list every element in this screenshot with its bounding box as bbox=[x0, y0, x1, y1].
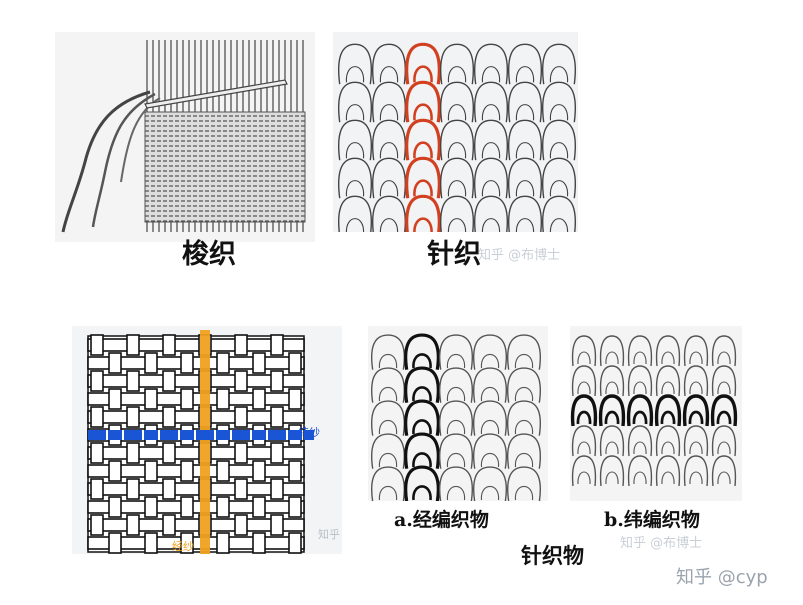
weft-knit-caption: b.纬编织物 bbox=[604, 505, 700, 532]
shuttle-weaving-caption: 梭织 bbox=[182, 232, 236, 271]
top-knit-watermark: 知乎 @布博士 bbox=[478, 244, 560, 263]
warp-knit-caption: a.经编织物 bbox=[394, 505, 489, 532]
knitting-illustration bbox=[333, 32, 578, 232]
warp-yarn-label: 经纱 bbox=[172, 538, 194, 554]
shuttle-weaving-illustration bbox=[55, 32, 315, 242]
plain-weave-diagram bbox=[72, 326, 342, 554]
bottom-knit-watermark: 知乎 @布博士 bbox=[620, 532, 702, 551]
weft-yarn-label: 纬纱 bbox=[298, 424, 320, 440]
signature-watermark: 知乎 @cyp bbox=[676, 563, 768, 589]
warp-knit-illustration bbox=[368, 326, 548, 501]
knitted-fabric-caption: 针织物 bbox=[521, 540, 584, 570]
weave-watermark: 知乎 bbox=[318, 526, 340, 542]
weft-knit-illustration bbox=[570, 326, 742, 501]
knitting-caption: 针织 bbox=[427, 232, 481, 271]
